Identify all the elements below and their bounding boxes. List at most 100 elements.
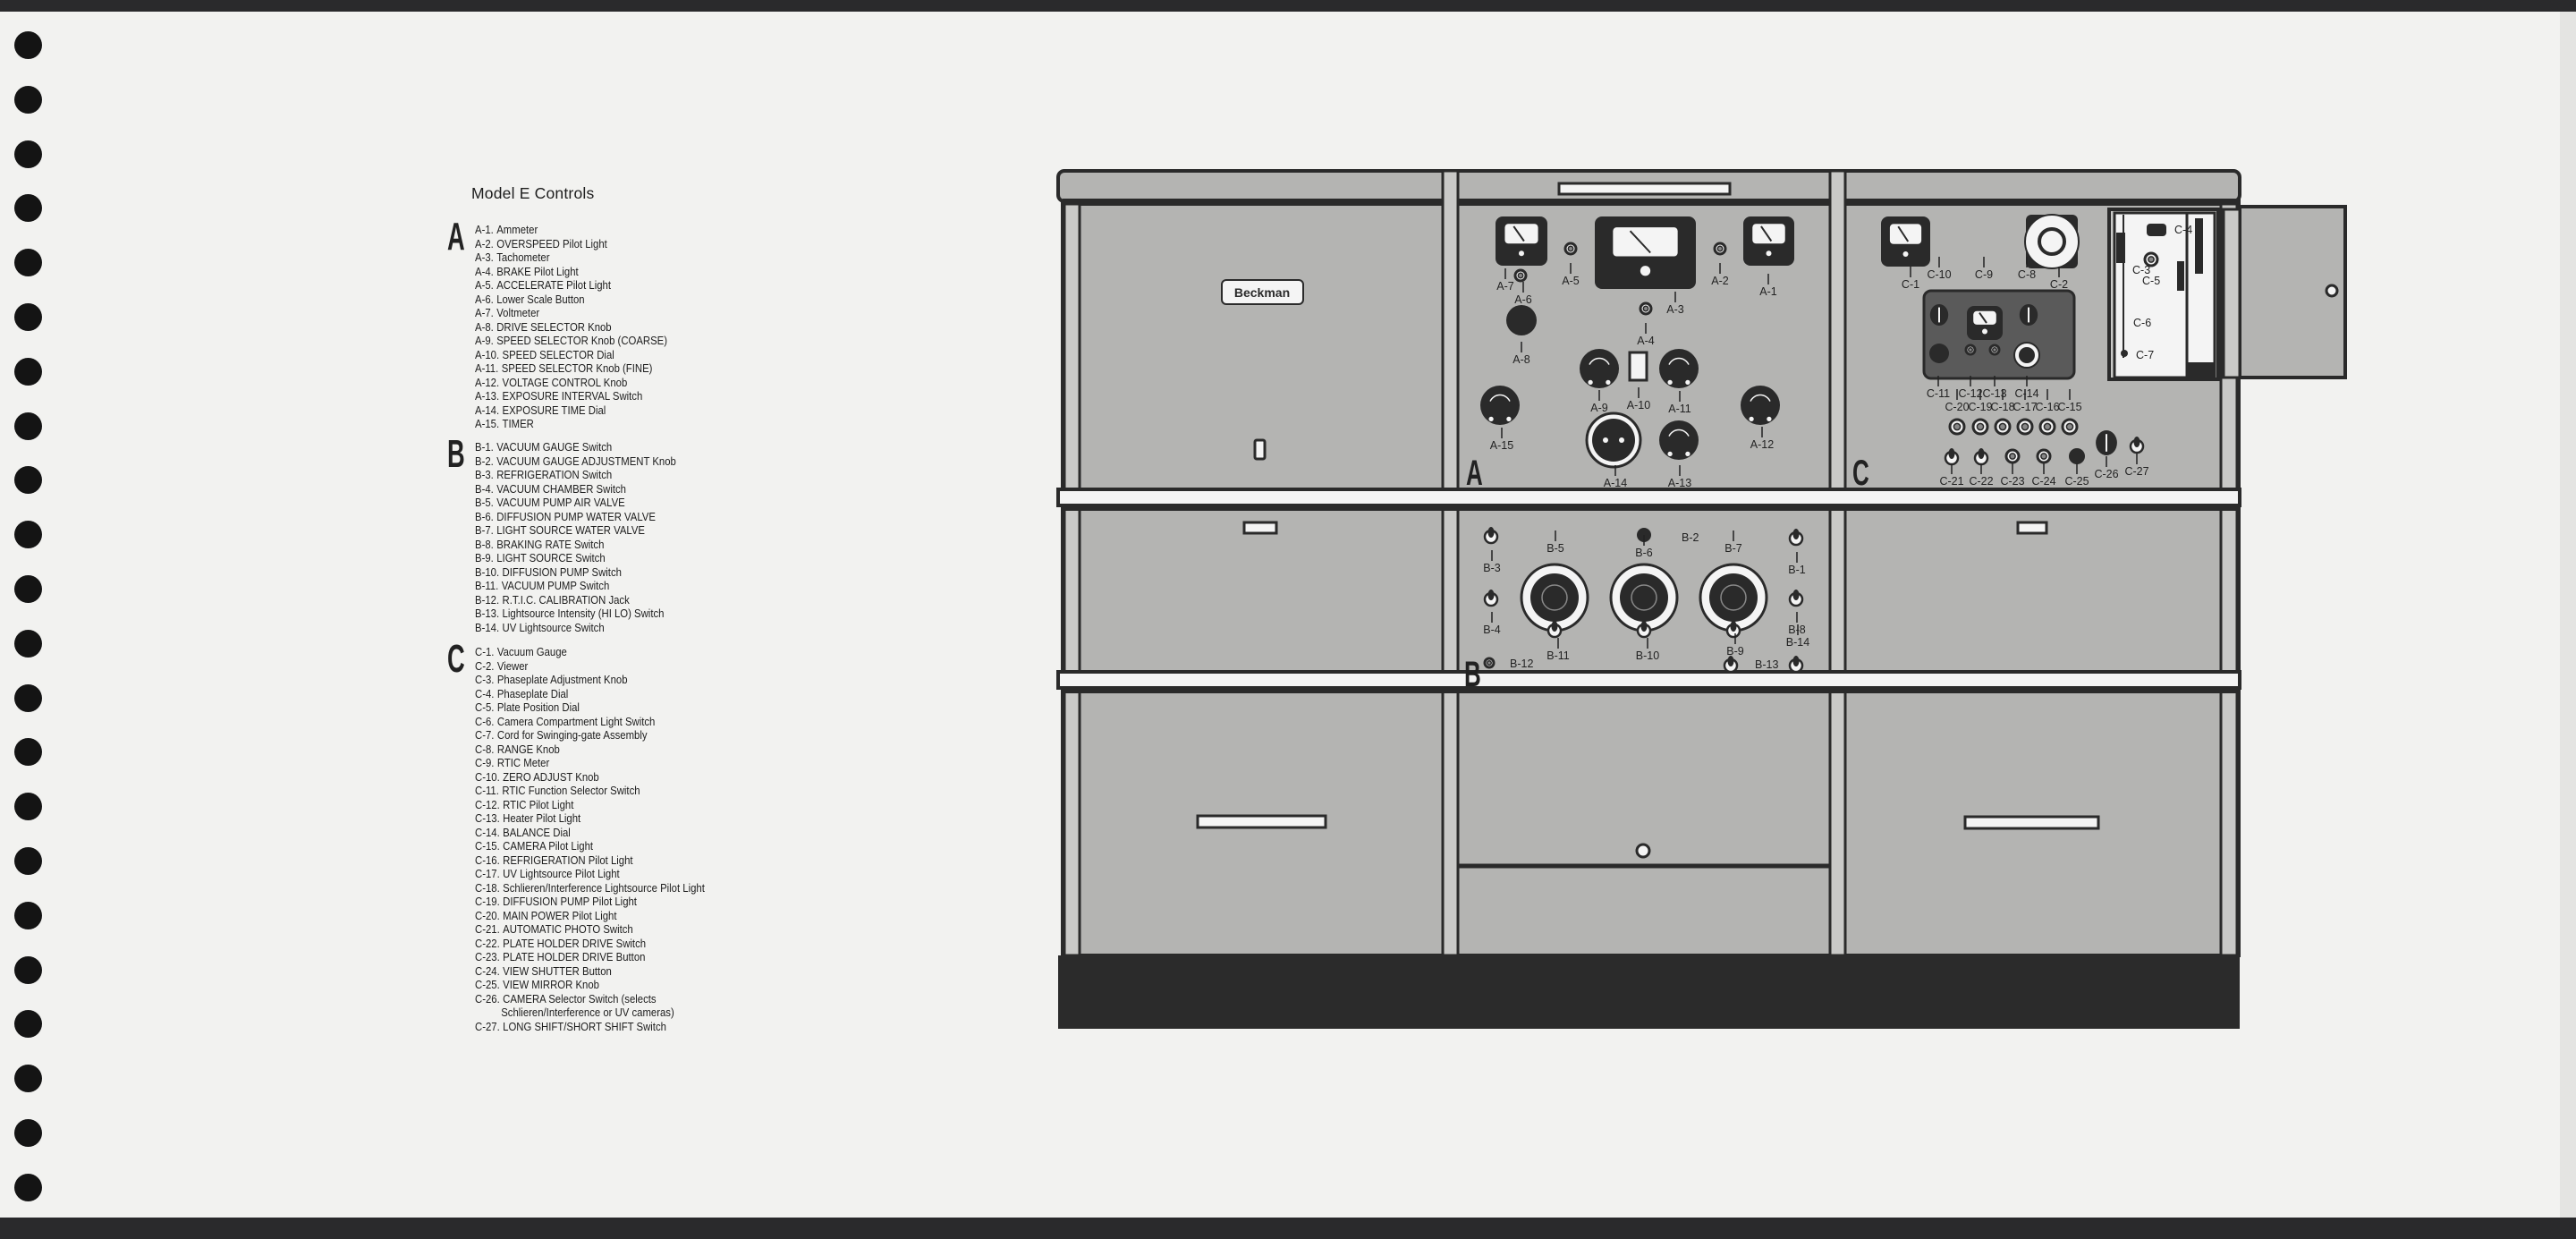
voltage-knob-a12[interactable] <box>1741 386 1780 425</box>
view-mirror-knob-c25[interactable] <box>2069 448 2085 464</box>
pilot-light-c17 <box>2016 418 2034 436</box>
item-description: VACUUM CHAMBER Switch <box>496 481 626 496</box>
item-description: VACUUM PUMP Switch <box>501 579 610 592</box>
exposure-time-dial-a14[interactable] <box>1585 412 1642 469</box>
legend-item: C-7.Cord for Swinging-gate Assembly <box>475 728 705 743</box>
camera-selector-switch-c26[interactable] <box>2096 430 2117 455</box>
item-description: REFRIGERATION Switch <box>496 468 613 481</box>
legend-item: B-3.REFRIGERATION Switch <box>475 468 676 482</box>
item-description: VACUUM PUMP AIR VALVE <box>496 496 625 509</box>
light-source-switch-b9[interactable] <box>1725 621 1741 639</box>
callout-label: C-23 <box>2000 475 2024 488</box>
speed-selector-dial-a10[interactable] <box>1628 351 1648 382</box>
phaseplate-adjustment-knob-c3[interactable] <box>2116 233 2125 263</box>
legend-item: C-11.RTIC Function Selector Switch <box>475 784 705 798</box>
heater-pilot-light-c13 <box>1988 344 2001 356</box>
item-description: RTIC Function Selector Switch <box>502 784 640 797</box>
upper-left-door-handle[interactable] <box>1253 438 1267 461</box>
range-knob-c8[interactable] <box>2019 304 2038 326</box>
rtic-function-switch-c11[interactable] <box>1929 344 1949 363</box>
legend-item: C-14.BALANCE Dial <box>475 826 705 840</box>
legend-item: B-5.VACUUM PUMP AIR VALVE <box>475 496 676 510</box>
item-description: LIGHT SOURCE WATER VALVE <box>496 523 645 537</box>
phaseplate-dial-c4[interactable] <box>2147 224 2166 236</box>
pilot-light-c19 <box>1971 418 1989 436</box>
top-cap-shadow <box>1063 199 2239 206</box>
vacuum-pump-switch-b11[interactable] <box>1546 621 1563 639</box>
item-code: C-23. <box>475 950 500 963</box>
legend-item: C-15.CAMERA Pilot Light <box>475 839 705 853</box>
zero-adjust-knob-c10[interactable] <box>1929 304 1949 326</box>
legend-item: C-26.CAMERA Selector Switch (selects <box>475 992 705 1006</box>
vacuum-chamber-switch-b4[interactable] <box>1483 590 1499 607</box>
timer-a15[interactable] <box>1480 386 1520 425</box>
lower-right-drawer-handle[interactable] <box>1963 815 2100 830</box>
callout-label: C-1 <box>1902 278 1919 291</box>
lower-left-drawer-handle[interactable] <box>1196 814 1327 829</box>
balance-dial-c14[interactable] <box>2013 342 2040 369</box>
vacuum-gauge-switch-b1[interactable] <box>1788 529 1804 547</box>
diffusion-pump-water-valve-b6[interactable] <box>1609 563 1679 632</box>
item-code: B-6. <box>475 509 494 523</box>
tachometer-a3 <box>1595 216 1696 289</box>
item-code: A-1. <box>475 223 494 236</box>
vacuum-pump-air-valve-b5[interactable] <box>1520 563 1589 632</box>
refrigeration-switch-b3[interactable] <box>1483 527 1499 545</box>
callout-label: A-3 <box>1666 303 1684 316</box>
column-divider-left <box>1441 169 1460 957</box>
callout-label: B-5 <box>1546 542 1564 555</box>
item-description: VIEW SHUTTER Button <box>503 963 612 978</box>
drive-selector-knob-a8[interactable] <box>1506 305 1537 335</box>
viewer-c2[interactable] <box>2024 214 2080 269</box>
left-drawer-handle[interactable] <box>1242 521 1278 535</box>
legend-item: C-23.PLATE HOLDER DRIVE Button <box>475 950 705 964</box>
beckman-logo-text: Beckman <box>1234 285 1290 300</box>
light-source-water-valve-b7[interactable] <box>1699 563 1768 632</box>
callout-label: B-11 <box>1546 649 1570 662</box>
item-code: C-8. <box>475 742 495 756</box>
callout-label: C-15 <box>2057 401 2081 413</box>
item-description: TIMER <box>502 417 534 430</box>
binder-hole <box>14 793 42 821</box>
plate-position-dial-c5[interactable] <box>2177 261 2184 291</box>
item-description: Voltmeter <box>496 306 540 319</box>
item-code: A-14. <box>475 403 500 417</box>
item-description: RTIC Meter <box>496 756 550 769</box>
item-code: A-9. <box>475 334 494 347</box>
braking-rate-switch-b8[interactable] <box>1788 590 1804 607</box>
item-description: Plate Position Dial <box>496 700 580 714</box>
speed-knob-coarse-a9[interactable] <box>1580 349 1619 388</box>
callout-label: C-13 <box>1982 387 2006 400</box>
item-description: Camera Compartment Light Switch <box>496 714 656 728</box>
item-code: B-5. <box>475 496 494 509</box>
speed-knob-fine-a11[interactable] <box>1659 349 1699 388</box>
pilot-light-c16 <box>2038 418 2056 436</box>
intensity-switch-b13[interactable] <box>1723 656 1739 674</box>
diffusion-pump-switch-b10[interactable] <box>1636 621 1652 639</box>
section-letter: B <box>447 432 465 476</box>
middle-drawer-keyhole-icon[interactable] <box>1635 843 1651 859</box>
camera-door-latch-icon[interactable] <box>2325 284 2339 298</box>
rail-lower-shadow <box>1063 688 2239 693</box>
callout-label: A-4 <box>1637 335 1655 347</box>
item-description: Ammeter <box>496 223 538 236</box>
exposure-interval-switch-a13[interactable] <box>1659 420 1699 460</box>
callout-label: C-10 <box>1927 268 1951 281</box>
item-description: ACCELERATE Pilot Light <box>496 278 611 292</box>
legend-item: A-14.EXPOSURE TIME Dial <box>475 403 667 418</box>
right-drawer-handle[interactable] <box>2016 521 2048 535</box>
swinging-gate-cord-c7 <box>2121 350 2128 357</box>
shift-switch-c27[interactable] <box>2129 437 2145 454</box>
callout-label: B-7 <box>1724 542 1742 555</box>
legend-item: B-9.LIGHT SOURCE Switch <box>475 551 676 565</box>
item-code: A-2. <box>475 236 494 250</box>
ammeter-a1 <box>1743 216 1794 266</box>
uv-lightsource-switch-b14[interactable] <box>1788 656 1804 674</box>
pilot-light-a2 <box>1713 242 1727 256</box>
callout-label: C-17 <box>2012 401 2037 413</box>
gate-indicator <box>2143 251 2159 267</box>
page-title: Model E Controls <box>471 184 595 202</box>
item-code: C-11. <box>475 784 499 797</box>
legend-item: C-12.RTIC Pilot Light <box>475 798 705 812</box>
